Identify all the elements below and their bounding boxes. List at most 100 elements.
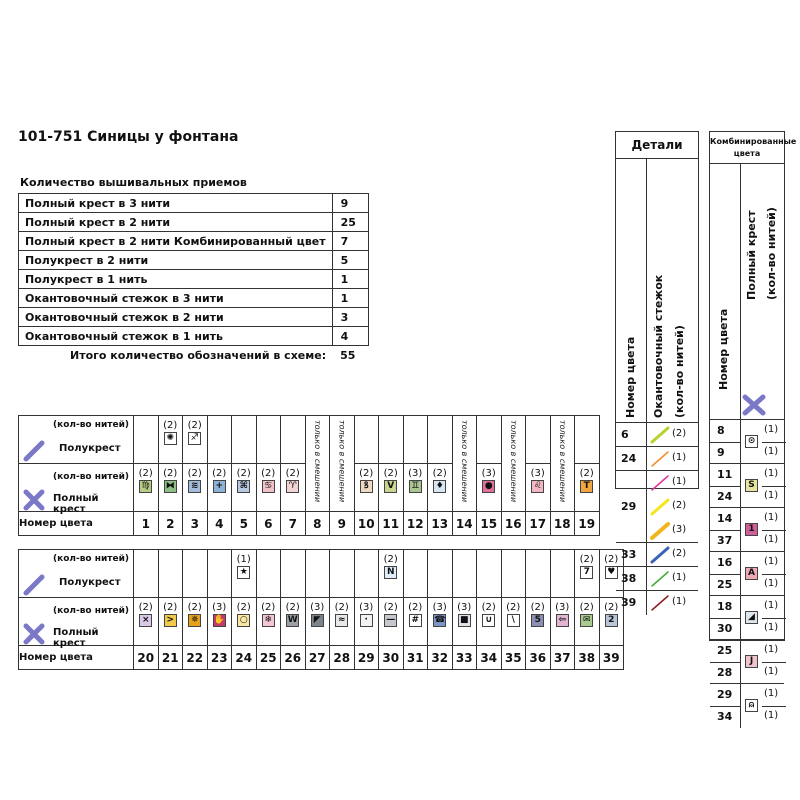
combined-symbol: A: [745, 567, 758, 580]
full-symbol: ✋: [212, 614, 226, 627]
details-col-stitch: Окантовочный стежок: [652, 274, 665, 418]
full-symbol: ☎: [433, 614, 447, 627]
method-name: Полукрест в 1 нить: [18, 269, 333, 289]
color-number: 28: [329, 645, 355, 670]
full-count: (3): [408, 468, 423, 479]
full-symbol: ♍: [139, 480, 153, 493]
combined-number-b: 25: [717, 578, 733, 591]
full-count: (2): [530, 602, 545, 613]
full-count: (2): [506, 602, 521, 613]
half-cell: [451, 549, 477, 598]
color-number: 11: [378, 511, 404, 536]
method-value: 9: [331, 193, 369, 213]
full-count: (2): [261, 468, 276, 479]
full-count: (2): [408, 602, 423, 613]
full-cell: (3)■: [451, 597, 477, 646]
full-symbol: >: [163, 614, 177, 627]
threads-label: (кол-во нитей): [53, 554, 130, 564]
color-number: 35: [500, 645, 526, 670]
color-number: 31: [402, 645, 428, 670]
full-symbol: ♋: [261, 480, 275, 493]
half-cell: [182, 549, 208, 598]
combined-symbol: J: [745, 655, 758, 668]
half-cell: [280, 549, 306, 598]
full-cell: (3)◤: [304, 597, 330, 646]
half-symbol: ✺: [163, 432, 177, 445]
color-number: 12: [402, 511, 428, 536]
half-cross-title: Полукрест: [59, 577, 121, 588]
half-symbol: ♐: [188, 432, 202, 445]
total-label: Итого количество обозначений в схеме:: [70, 348, 327, 362]
method-value: 4: [331, 326, 369, 346]
threads-label: (кол-во нитей): [53, 420, 130, 430]
full-symbol: ●: [482, 480, 496, 493]
half-cross-icon: [23, 440, 45, 462]
blend-only-cell: только в смешении: [451, 415, 477, 512]
full-cell: (3)●: [476, 463, 502, 512]
color-number: 4: [206, 511, 232, 536]
full-count: (2): [138, 602, 153, 613]
half-symbol: N: [384, 566, 398, 579]
half-cell: [280, 415, 306, 464]
full-cell: (2)#: [402, 597, 428, 646]
full-symbol: V: [384, 480, 398, 493]
half-cell: [476, 549, 502, 598]
blend-only-note: только в смешении: [459, 420, 469, 503]
color-number: 20: [133, 645, 159, 670]
page-title: 101-751 Синицы у фонтана: [18, 129, 239, 145]
stitch-count: (3): [672, 524, 687, 535]
half-cell: [500, 549, 526, 598]
full-cell: (2)♋: [255, 463, 281, 512]
half-cell: [206, 415, 232, 464]
blend-only-note: только в смешении: [337, 420, 347, 503]
full-symbol: ❄: [261, 614, 275, 627]
half-cell: [476, 415, 502, 464]
full-cell: (2)✵: [182, 597, 208, 646]
color-number: 25: [255, 645, 281, 670]
full-symbol: ♌: [531, 480, 545, 493]
stitch-line-icon: [651, 595, 669, 611]
half-count: (1): [236, 554, 251, 565]
full-cell: (3)⇦: [549, 597, 575, 646]
color-number: 5: [231, 511, 257, 536]
stitch-line-icon: [651, 475, 669, 491]
color-number: 7: [280, 511, 306, 536]
stitch-line-icon: [651, 451, 669, 467]
full-symbol: ·: [359, 614, 373, 627]
method-value: 7: [331, 231, 369, 251]
half-cell: [574, 415, 600, 464]
half-symbol: 7: [580, 566, 594, 579]
half-cell: (2)♥: [598, 549, 624, 598]
threads-label: (кол-во нитей): [53, 606, 130, 616]
color-number: 22: [182, 645, 208, 670]
method-value: 3: [331, 307, 369, 327]
method-name: Окантовочный стежок в 2 нити: [18, 307, 333, 327]
combined-number-b: 24: [717, 490, 733, 503]
full-cell: (2)5: [525, 597, 551, 646]
full-count: (2): [285, 602, 300, 613]
color-number-label: Номер цвета: [18, 511, 134, 536]
details-col-number: Номер цвета: [624, 336, 637, 418]
full-cell: (2)\: [500, 597, 526, 646]
half-cell: [255, 415, 281, 464]
full-symbol: ♦: [433, 480, 447, 493]
full-symbol: ∪: [482, 614, 496, 627]
color-number: 37: [549, 645, 575, 670]
details-color-number: 24: [621, 452, 637, 465]
details-col-threads: (кол-во нитей): [673, 325, 686, 418]
half-cell: [255, 549, 281, 598]
full-count: (2): [383, 602, 398, 613]
full-symbol: #: [408, 614, 422, 627]
half-cell: [525, 415, 551, 464]
full-symbol: ⇦: [555, 614, 569, 627]
combined-symbol: S: [745, 479, 758, 492]
half-cell: [427, 549, 453, 598]
full-cross-title: Полный крест: [53, 493, 99, 515]
